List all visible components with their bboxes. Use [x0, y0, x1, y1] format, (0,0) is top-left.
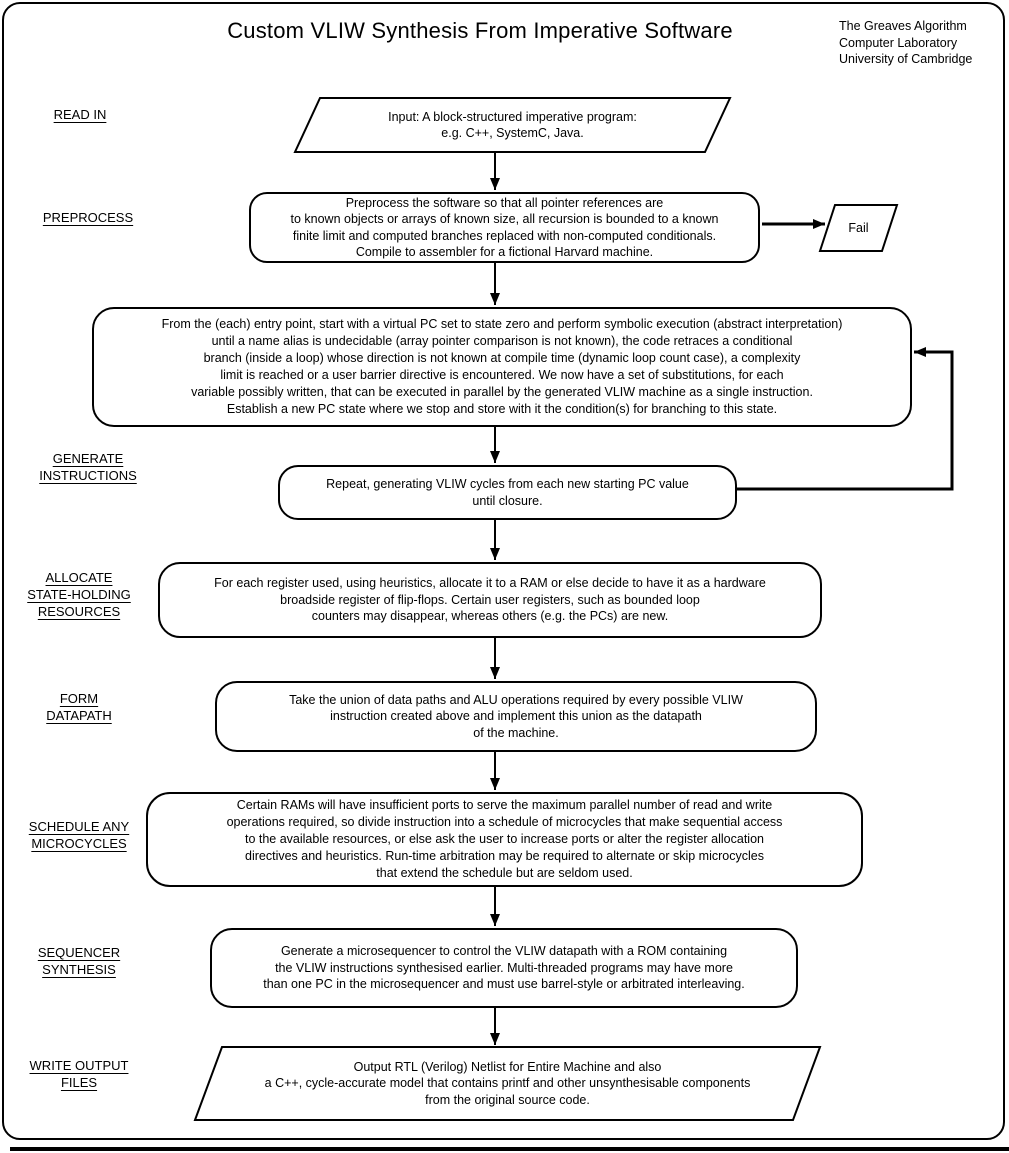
output-parallelogram-shape: [193, 1046, 822, 1121]
flow-node-allocate: For each register used, using heuristics…: [158, 562, 822, 638]
flow-node-fail: Fail: [848, 220, 869, 235]
credit-block: The Greaves Algorithm Computer Laborator…: [839, 19, 973, 66]
stage-label-allocate: ALLOCATE STATE-HOLDING RESOURCES: [27, 570, 131, 619]
flow-node-preprocess: Preprocess the software so that all poin…: [249, 192, 760, 263]
flow-node-datapath: Take the union of data paths and ALU ope…: [215, 681, 817, 752]
fail-parallelogram-shape: [818, 204, 899, 252]
feedback-arrow-repeat-to-symbolic: [737, 347, 954, 491]
stage-label-form-datapath: FORM DATAPATH: [46, 691, 112, 723]
flow-node-output: Output RTL (Verilog) Netlist for Entire …: [264, 1059, 751, 1107]
input-parallelogram-shape: [293, 97, 732, 153]
stage-label-generate: GENERATE INSTRUCTIONS: [39, 451, 137, 483]
flow-node-schedule: Certain RAMs will have insufficient port…: [146, 792, 863, 887]
page-title: Custom VLIW Synthesis From Imperative So…: [227, 18, 733, 43]
stage-label-write-output: WRITE OUTPUT FILES: [29, 1058, 129, 1090]
bottom-rule: [10, 1147, 1009, 1151]
stage-label-preprocess: PREPROCESS: [42, 210, 134, 225]
flow-node-input: Input: A block-structured imperative pro…: [388, 109, 637, 141]
stage-label-schedule: SCHEDULE ANY MICROCYCLES: [28, 819, 130, 851]
flow-node-repeat: Repeat, generating VLIW cycles from each…: [278, 465, 737, 520]
stage-label-sequencer: SEQUENCER SYNTHESIS: [37, 945, 121, 977]
stage-label-read-in: READ IN: [53, 107, 107, 122]
flow-node-symbolic-execution: From the (each) entry point, start with …: [92, 307, 912, 427]
flow-node-sequencer: Generate a microsequencer to control the…: [210, 928, 798, 1008]
